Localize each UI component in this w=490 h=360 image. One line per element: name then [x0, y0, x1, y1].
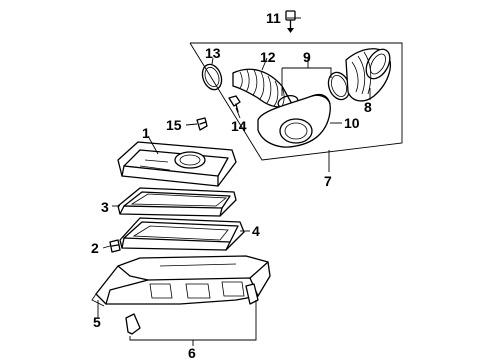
callout-15: 15: [166, 117, 182, 133]
sensor-part-11: [285, 10, 296, 33]
callout-8: 8: [364, 99, 372, 115]
bellows-boot-part-8: [345, 48, 391, 102]
clip-part-14: [228, 95, 241, 113]
leader-lines: [97, 17, 371, 346]
callout-12: 12: [260, 49, 276, 65]
callout-5: 5: [93, 314, 101, 330]
callout-6: 6: [188, 345, 196, 360]
intake-duct-part-10: [257, 93, 331, 148]
brackets-part-6: [125, 283, 259, 335]
callout-9: 9: [303, 49, 311, 65]
callout-13: 13: [205, 45, 221, 61]
callout-3: 3: [101, 199, 109, 215]
callout-1: 1: [142, 125, 150, 141]
callout-11: 11: [266, 10, 281, 26]
clamp-ring-part-13: [201, 63, 223, 91]
duct-hose-part-12: [232, 68, 293, 109]
callout-2: 2: [91, 240, 99, 256]
callout-labels: 11 13 12 9 8 10 14 15 1 7 3 4 2 5 6: [91, 10, 372, 360]
intake-assembly-outline: [189, 42, 403, 161]
clip-part-15: [196, 117, 208, 131]
callout-7: 7: [324, 173, 332, 189]
callout-14: 14: [231, 118, 247, 134]
lower-housing-part-5: [91, 255, 271, 307]
air-cleaner-cover-part-1: [117, 141, 237, 187]
air-filter-part-3: [117, 187, 237, 217]
callout-10: 10: [344, 115, 360, 131]
callout-4: 4: [252, 223, 260, 239]
filter-frame-part-4: [119, 217, 245, 251]
clip-part-2: [109, 239, 121, 253]
